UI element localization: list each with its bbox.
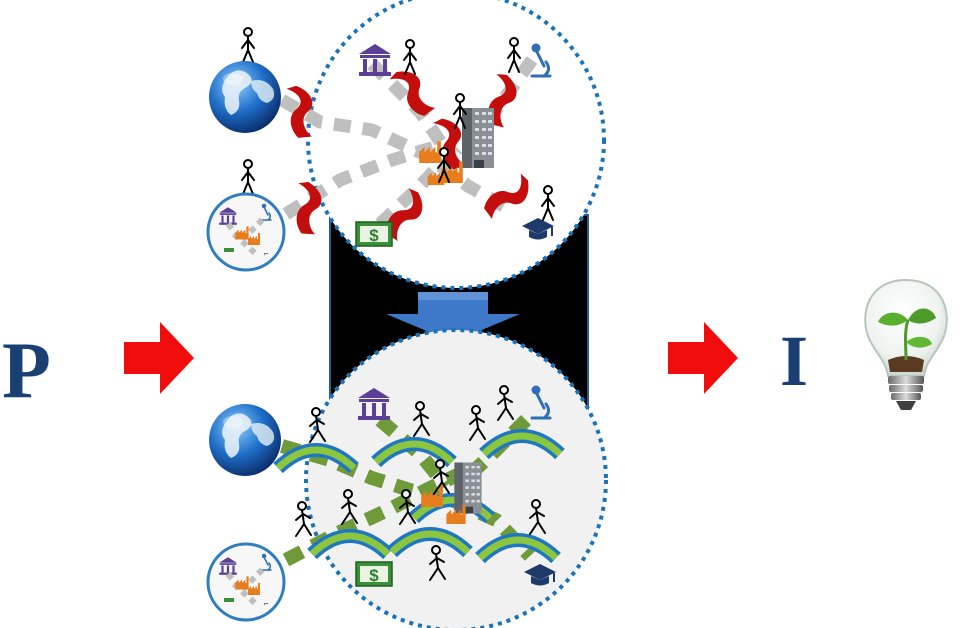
local-map-icon bbox=[208, 544, 284, 620]
local-map-icon bbox=[208, 194, 284, 270]
person-icon bbox=[241, 27, 255, 63]
bottom-network-circle bbox=[278, 328, 608, 628]
lightbulb-plant-icon bbox=[864, 278, 948, 410]
globe-icon bbox=[209, 404, 281, 476]
office-building-icon bbox=[454, 462, 482, 514]
top-network-circle bbox=[272, 0, 606, 290]
money-icon bbox=[355, 561, 393, 587]
right-red-arrow bbox=[668, 322, 738, 394]
down-arrow bbox=[386, 292, 520, 342]
left-red-arrow bbox=[124, 322, 194, 394]
person-icon bbox=[241, 159, 255, 195]
office-building-icon bbox=[462, 108, 494, 168]
money-icon bbox=[355, 221, 393, 247]
left-letter-p: P bbox=[2, 327, 51, 415]
right-letter-i: I bbox=[780, 321, 808, 401]
globe-icon bbox=[209, 61, 281, 133]
